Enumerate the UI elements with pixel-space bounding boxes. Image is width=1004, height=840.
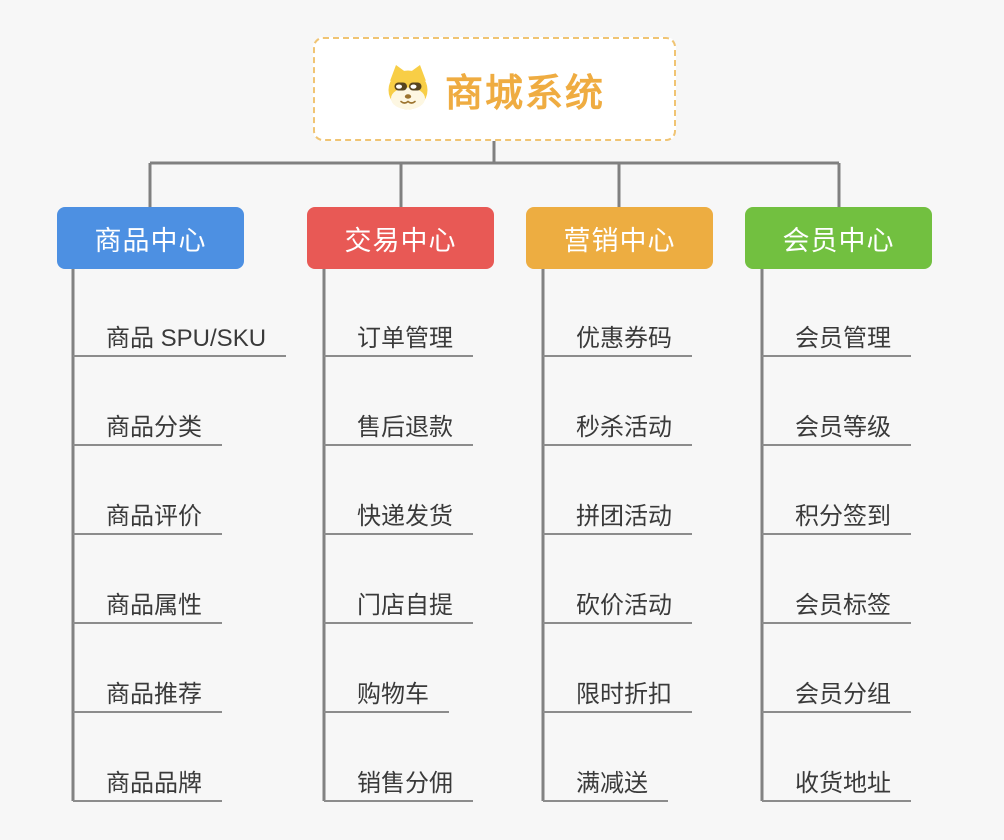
node-label: 限时折扣 (576, 681, 672, 708)
node-label: 砍价活动 (576, 592, 672, 619)
node-label: 快递发货 (357, 503, 453, 530)
node-item[interactable]: 满减送 (543, 770, 668, 802)
node-item[interactable]: 商品评价 (73, 503, 222, 535)
node-label: 秒杀活动 (576, 414, 672, 441)
node-item[interactable]: 商品 SPU/SKU (73, 325, 287, 357)
node-label: 购物车 (357, 681, 429, 708)
node-label: 优惠券码 (576, 325, 672, 352)
node-item[interactable]: 会员分组 (762, 681, 911, 713)
node-item[interactable]: 会员等级 (762, 414, 911, 446)
node-item[interactable]: 售后退款 (324, 414, 473, 446)
node-label: 销售分佣 (357, 770, 453, 797)
node-item[interactable]: 商品品牌 (73, 770, 222, 802)
node-item[interactable]: 秒杀活动 (543, 414, 692, 446)
branch-header-product-center[interactable]: 商品中心 (57, 207, 244, 269)
root-title: 商城系统 (444, 72, 605, 115)
node-label: 收货地址 (795, 770, 891, 797)
node-label: 会员管理 (795, 325, 891, 352)
branch-label: 商品中心 (94, 225, 207, 256)
node-label: 商品属性 (106, 592, 202, 619)
node-label: 订单管理 (357, 325, 453, 352)
node-label: 拼团活动 (576, 503, 672, 530)
node-item[interactable]: 积分签到 (762, 503, 911, 535)
node-label: 商品品牌 (106, 770, 202, 797)
node-item[interactable]: 商品推荐 (73, 681, 222, 713)
node-item[interactable]: 快递发货 (324, 503, 473, 535)
branch-label: 会员中心 (782, 225, 895, 256)
node-label: 商品分类 (106, 414, 202, 441)
node-item[interactable]: 销售分佣 (324, 770, 473, 802)
node-label: 会员标签 (795, 592, 891, 619)
node-label: 门店自提 (357, 592, 453, 619)
node-item[interactable]: 限时折扣 (543, 681, 692, 713)
node-item[interactable]: 优惠券码 (543, 325, 692, 357)
node-label: 商品评价 (106, 503, 202, 530)
node-item[interactable]: 购物车 (324, 681, 449, 713)
node-item[interactable]: 拼团活动 (543, 503, 692, 535)
node-label: 售后退款 (357, 414, 453, 441)
branch-header-marketing-center[interactable]: 营销中心 (526, 207, 713, 269)
node-item[interactable]: 订单管理 (324, 325, 473, 357)
node-label: 会员等级 (795, 414, 891, 441)
node-item[interactable]: 门店自提 (324, 592, 473, 624)
node-item[interactable]: 商品分类 (73, 414, 222, 446)
node-label: 积分签到 (795, 503, 891, 530)
root-node[interactable]: 商城系统 (313, 37, 676, 141)
node-item[interactable]: 商品属性 (73, 592, 222, 624)
node-item[interactable]: 收货地址 (762, 770, 911, 802)
branch-header-trade-center[interactable]: 交易中心 (307, 207, 494, 269)
branch-label: 交易中心 (344, 225, 457, 256)
node-item[interactable]: 会员管理 (762, 325, 911, 357)
dog-face-icon (384, 64, 432, 115)
node-label: 满减送 (576, 770, 648, 797)
node-label: 会员分组 (795, 681, 891, 708)
node-item[interactable]: 砍价活动 (543, 592, 692, 624)
node-item[interactable]: 会员标签 (762, 592, 911, 624)
branch-label: 营销中心 (563, 225, 676, 256)
node-label: 商品推荐 (106, 681, 202, 708)
node-label: 商品 SPU/SKU (106, 325, 267, 352)
branch-header-member-center[interactable]: 会员中心 (745, 207, 932, 269)
